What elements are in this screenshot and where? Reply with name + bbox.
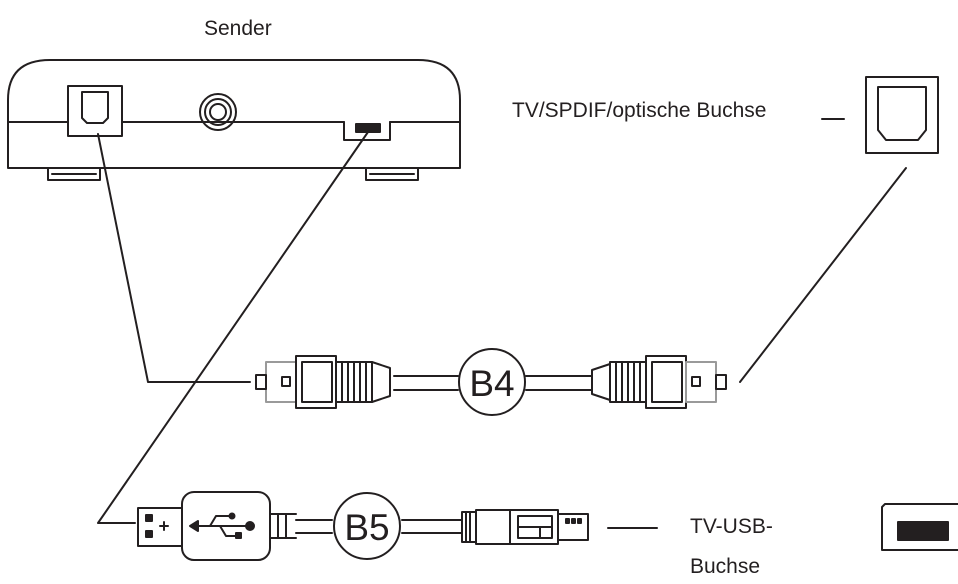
tv-usb-socket-label-line2: Buchse [690, 555, 761, 578]
tv-usb-socket [881, 503, 958, 551]
sender-round-jack [199, 93, 237, 131]
optical-cable-label: B4 [469, 363, 514, 404]
usb-cable-b5 [137, 491, 589, 561]
usb-link-line-sender [97, 131, 369, 524]
usb-cable-label: B5 [344, 507, 389, 548]
tv-usb-socket-label-line1: TV-USB- [690, 515, 773, 538]
optical-link-line-sender [97, 133, 251, 383]
sender-label: Sender [204, 17, 272, 40]
sender-optical-port [67, 85, 123, 137]
usb-logo-icon [189, 512, 255, 539]
tv-optical-socket-label: TV/SPDIF/optische Buchse [512, 99, 767, 122]
optical-link-line-tv [739, 167, 907, 383]
sender-usb-port [343, 121, 391, 141]
sender-device [7, 59, 461, 181]
tv-optical-socket [821, 76, 939, 154]
optical-cable-b4 [255, 348, 727, 416]
